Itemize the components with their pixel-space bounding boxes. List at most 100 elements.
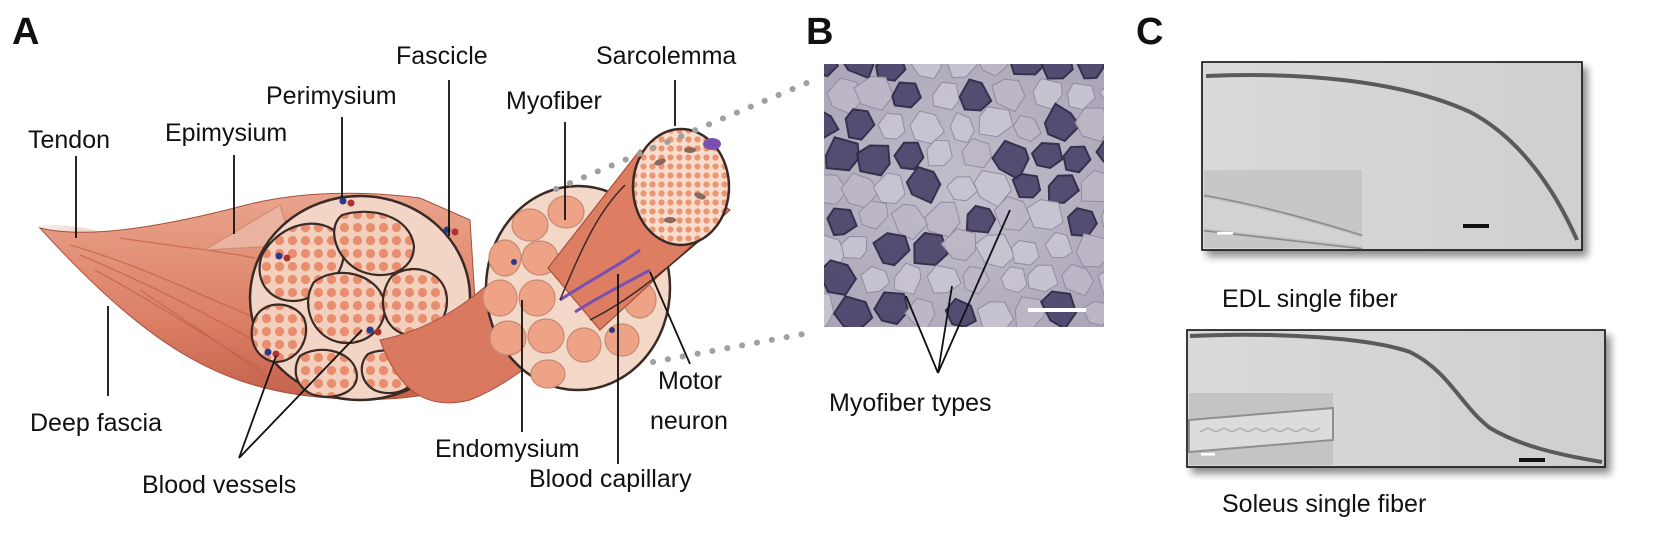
label-perimysium: Perimysium [266, 82, 397, 110]
stained-myofiber [1040, 64, 1074, 80]
panel-a: A [12, 11, 817, 499]
unstained-myofiber [946, 176, 979, 202]
unstained-myofiber [976, 301, 1014, 327]
unstained-myofiber [961, 138, 992, 169]
unstained-myofiber [877, 112, 906, 140]
myofiber-cross-section [631, 127, 731, 247]
stained-myofiber [1095, 139, 1104, 163]
histology-image [824, 64, 1152, 330]
unstained-myofiber [840, 235, 868, 260]
motor-neuron-axons [559, 248, 651, 314]
unstained-myofiber [890, 203, 929, 241]
unstained-myofiber [824, 292, 835, 327]
stained-myofiber [824, 64, 840, 77]
label-motor: Motor [658, 367, 722, 395]
stained-myofiber [1010, 64, 1044, 76]
label-tendon: Tendon [28, 126, 110, 154]
unstained-myofiber [1000, 266, 1028, 294]
panel-a-letter: A [12, 11, 39, 53]
edl-single-fiber [1205, 73, 1579, 241]
unstained-myofiber [1098, 87, 1104, 100]
label-myofiber-types: Myofiber types [829, 389, 992, 417]
unstained-myofiber [1097, 271, 1104, 295]
zoom-connector-lines [553, 77, 817, 365]
soleus-scale-bar [1519, 458, 1545, 462]
stained-myofiber [844, 108, 876, 141]
stained-myofiber [824, 259, 858, 296]
myofiber-type-leader [937, 209, 1011, 374]
unstained-myofiber [1027, 264, 1059, 293]
soleus-fiber-inset [1188, 393, 1334, 465]
capillary-dot [609, 327, 615, 333]
stained-myofiber [965, 204, 997, 234]
fascicle-cross-sections [250, 210, 449, 398]
motor-neuron-leader [649, 271, 691, 365]
myofiber-type-leader [905, 295, 939, 374]
stained-myofiber [824, 111, 840, 139]
edl-inset-scale-bar [1217, 232, 1233, 235]
myonuclei [654, 147, 706, 223]
soleus-inset-scale-bar [1201, 453, 1215, 456]
unstained-myofiber [947, 64, 978, 79]
stained-myofiber [1116, 104, 1152, 139]
unstained-myofiber [1066, 82, 1096, 111]
unstained-myofiber [926, 139, 953, 167]
unstained-myofiber [974, 233, 1016, 269]
stained-myofiber [958, 78, 993, 112]
stained-myofiber [1111, 166, 1145, 203]
label-epimysium: Epimysium [165, 119, 287, 147]
myofiber-type-leader [937, 285, 953, 374]
edl-fiber-inset [1203, 170, 1363, 250]
panel-a-labels: Tendon Epimysium Perimysium Fascicle Myo… [28, 42, 736, 499]
unstained-myofiber [1012, 114, 1042, 142]
blood-vessel-dots [264, 197, 459, 358]
unstained-myofiber [904, 297, 936, 327]
myofiber-types-leaders [905, 209, 1011, 374]
unstained-myofiber [1032, 77, 1063, 110]
capillary-dot [511, 259, 517, 265]
sarcolemma-nucleus [703, 138, 721, 150]
stained-myofiber [875, 64, 907, 82]
unstained-myofiber [949, 112, 975, 144]
unstained-myofiber [1026, 199, 1064, 231]
unstained-myofiber [1061, 263, 1095, 297]
unstained-myofiber [860, 265, 890, 294]
label-endomysium: Endomysium [435, 435, 580, 463]
stained-myofiber [1030, 141, 1064, 169]
myofiber-outline [559, 184, 701, 321]
stained-myofiber [1011, 172, 1042, 199]
label-sarcolemma: Sarcolemma [596, 42, 736, 70]
panel-a-leader-lines [75, 80, 691, 464]
unstained-myofiber [872, 172, 906, 205]
unstained-myofiber [1115, 231, 1145, 262]
unstained-myofiber [910, 64, 942, 80]
label-blood-vessels: Blood vessels [142, 471, 296, 499]
panel-c: C EDL single fiber Soleus s [1136, 11, 1606, 518]
unstained-myofiber [1044, 231, 1073, 259]
unstained-myofiber [1116, 298, 1145, 330]
label-edl-single-fiber: EDL single fiber [1222, 285, 1398, 313]
stained-myofiber [1076, 64, 1104, 80]
stained-myofiber [1062, 145, 1092, 174]
edl-scale-bar [1463, 224, 1489, 228]
unstained-myofiber [1100, 209, 1104, 229]
stained-myofiber [832, 295, 874, 327]
stained-myofiber [855, 144, 891, 177]
soleus-single-fiber [1189, 332, 1603, 464]
stained-myofiber [872, 232, 911, 267]
unstained-myofiber [993, 196, 1031, 232]
stained-myofiber [824, 136, 861, 172]
myofiber-cross-sections [482, 195, 657, 389]
stained-myofiber [891, 81, 922, 109]
unstained-myofiber [853, 76, 894, 111]
unstained-myofiber [858, 200, 889, 230]
muscle-striations [69, 237, 271, 381]
stained-myofiber [893, 141, 925, 171]
unstained-myofiber [1075, 233, 1104, 268]
unstained-myofiber [1080, 169, 1104, 203]
label-blood-capillary: Blood capillary [529, 465, 692, 493]
stained-myofiber [913, 231, 949, 267]
blood-vessels-leader [238, 329, 363, 459]
stained-myofiber [905, 165, 942, 205]
panel-b: B Myofiber types [806, 11, 1152, 417]
